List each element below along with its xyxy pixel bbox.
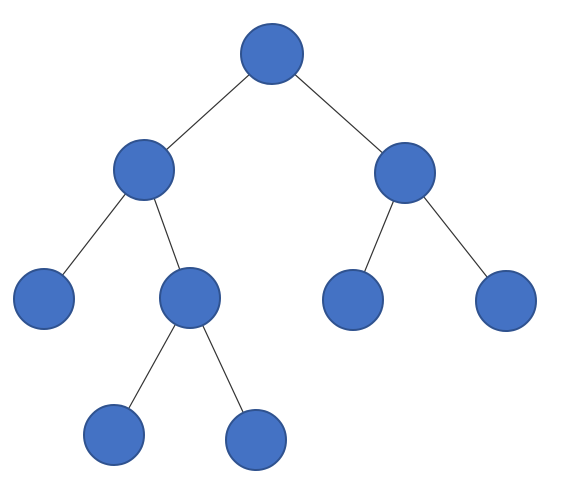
tree-node-n4 — [13, 268, 75, 330]
tree-node-n7 — [475, 270, 537, 332]
tree-node-n9 — [225, 409, 287, 471]
tree-node-n1 — [240, 23, 304, 85]
edge-layer — [43, 53, 507, 441]
tree-node-n6 — [322, 269, 384, 331]
tree-node-n2 — [113, 139, 175, 201]
tree-node-n3 — [374, 142, 436, 204]
node-layer — [13, 23, 537, 471]
tree-node-n5 — [159, 267, 221, 329]
tree-node-n8 — [83, 404, 145, 466]
